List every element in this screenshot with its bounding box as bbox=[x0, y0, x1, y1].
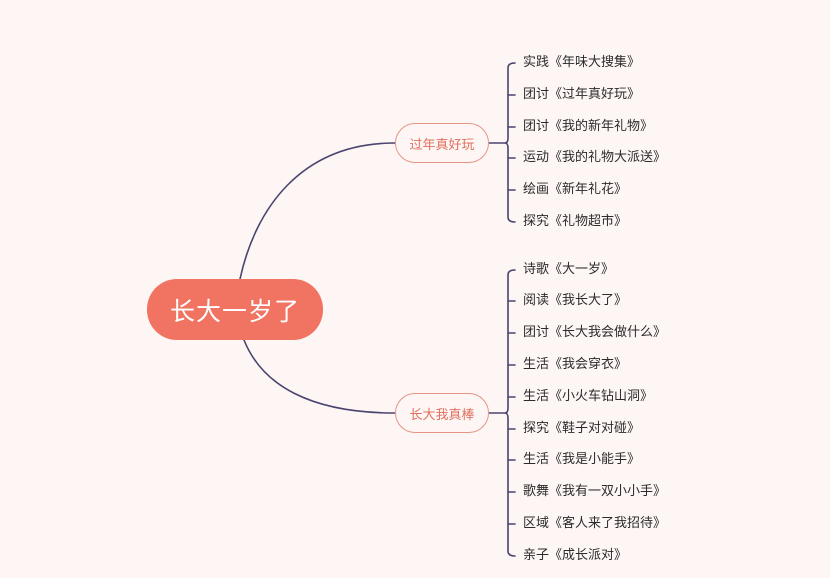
leaf-item[interactable]: 生活《小火车钻山洞》 bbox=[523, 389, 654, 404]
leaf-item[interactable]: 诗歌《大一岁》 bbox=[523, 262, 615, 277]
branch-node-zhangda[interactable]: 长大我真棒 bbox=[395, 393, 489, 433]
branch-1-bracket bbox=[504, 269, 516, 557]
leaf-item[interactable]: 团讨《我的新年礼物》 bbox=[523, 119, 654, 134]
leaf-item[interactable]: 生活《我会穿衣》 bbox=[523, 357, 628, 372]
root-node[interactable]: 长大一岁了 bbox=[147, 279, 323, 340]
branch-node-guonian[interactable]: 过年真好玩 bbox=[395, 123, 489, 163]
leaf-item[interactable]: 歌舞《我有一双小小手》 bbox=[523, 484, 667, 499]
leaf-item[interactable]: 阅读《我长大了》 bbox=[523, 293, 628, 308]
leaf-item[interactable]: 绘画《新年礼花》 bbox=[523, 182, 628, 197]
leaf-item[interactable]: 亲子《成长派对》 bbox=[523, 548, 628, 563]
root-to-branch-1-line bbox=[243, 339, 396, 414]
branch-0-bracket bbox=[504, 62, 516, 223]
leaf-item[interactable]: 探究《鞋子对对碰》 bbox=[523, 421, 641, 436]
leaf-item[interactable]: 实践《年味大搜集》 bbox=[523, 55, 641, 70]
leaf-item[interactable]: 团讨《过年真好玩》 bbox=[523, 87, 641, 102]
leaf-item[interactable]: 生活《我是小能手》 bbox=[523, 452, 641, 467]
leaf-item[interactable]: 团讨《长大我会做什么》 bbox=[523, 325, 667, 340]
leaf-item[interactable]: 运动《我的礼物大派送》 bbox=[523, 150, 667, 165]
leaf-item[interactable]: 区域《客人来了我招待》 bbox=[523, 516, 667, 531]
root-to-branch-0-line bbox=[239, 142, 396, 280]
leaf-item[interactable]: 探究《礼物超市》 bbox=[523, 214, 628, 229]
